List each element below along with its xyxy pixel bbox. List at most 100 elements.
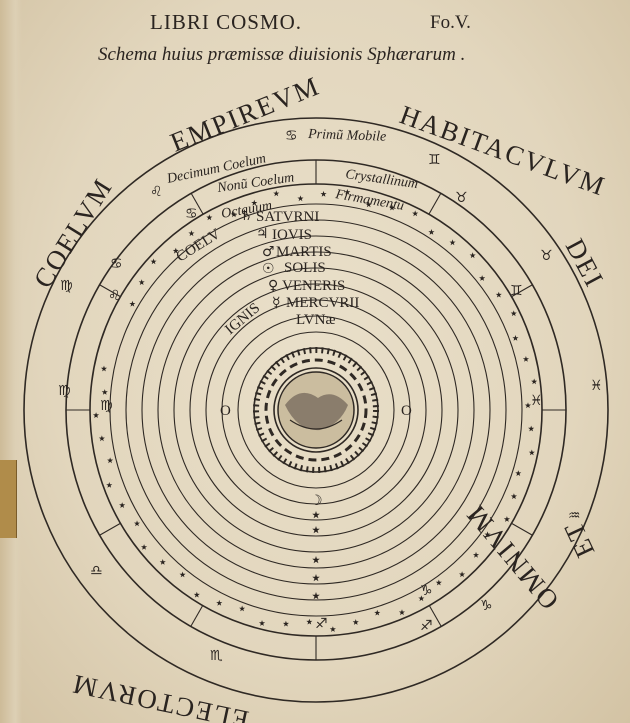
star-icon xyxy=(138,279,145,285)
star-icon xyxy=(374,609,381,616)
label-o-right: O xyxy=(401,403,412,419)
ring-venus xyxy=(189,283,443,537)
clouds xyxy=(264,358,368,462)
firmament-ring xyxy=(109,203,523,617)
star-icon xyxy=(206,214,213,221)
folio-number: Fo.V. xyxy=(430,12,471,33)
inscription-et: ET xyxy=(558,516,601,562)
label-coelum: COELV xyxy=(174,226,224,265)
zodiac-sign: ♍ xyxy=(100,398,113,414)
label-saturni: SATVRNI xyxy=(256,209,319,225)
star-icon xyxy=(172,247,179,254)
sun-icon: ☉ xyxy=(262,261,275,277)
star-icon xyxy=(107,457,114,464)
star-icon xyxy=(352,619,359,625)
spoke xyxy=(510,284,533,298)
star-icon xyxy=(344,189,351,195)
star-icon xyxy=(398,609,405,616)
star-icon xyxy=(528,449,535,456)
ring-saturn xyxy=(125,219,507,601)
ring-sun xyxy=(173,267,459,553)
star-icon xyxy=(106,482,113,488)
star-icon xyxy=(469,252,476,259)
outer-ring xyxy=(23,117,609,703)
spoke xyxy=(428,192,442,215)
star-icon xyxy=(216,599,223,606)
spoke xyxy=(510,522,533,536)
zodiac-spokes xyxy=(66,160,566,660)
mars-icon: ♂ xyxy=(262,244,275,260)
star-icon xyxy=(306,618,313,625)
star-icon xyxy=(449,239,456,246)
jupiter-icon: ♃ xyxy=(256,226,269,242)
star-icon xyxy=(428,229,435,235)
zodiac-sign: ♍ xyxy=(58,383,71,399)
ring-mars xyxy=(157,251,475,569)
mercury-icon: ☿ xyxy=(272,295,281,311)
zodiac-sign: ♉ xyxy=(540,248,553,264)
zodiac-sign: ♋ xyxy=(285,128,298,144)
star-icon xyxy=(320,190,327,197)
zodiac-sign: ♓ xyxy=(530,393,543,409)
star-icon xyxy=(459,571,466,578)
star-icon xyxy=(101,389,108,395)
label-martis: MARTIS xyxy=(276,244,332,260)
spoke xyxy=(190,604,204,627)
star-icon xyxy=(100,365,107,372)
ring-jupiter xyxy=(141,235,491,585)
star-icon xyxy=(273,190,280,197)
zodiac-sign: ♊ xyxy=(428,152,441,168)
star-icon xyxy=(473,551,480,558)
star-icon xyxy=(312,511,320,519)
zodiac-sign: ♐ xyxy=(420,618,433,634)
star-icon xyxy=(230,211,237,218)
zodiac-sign: ♋ xyxy=(185,206,198,222)
ring-fire xyxy=(237,331,395,489)
star-icon xyxy=(159,559,166,565)
star-icon xyxy=(522,356,529,362)
star-icon xyxy=(312,574,320,582)
star-icon xyxy=(312,526,320,534)
bookmark-tab xyxy=(0,460,17,538)
zodiac-sign: ♌ xyxy=(108,288,121,304)
label-veneris: VENERIS xyxy=(282,278,345,294)
label-mercurii: MERCVRII xyxy=(286,295,359,311)
spoke xyxy=(428,604,442,627)
label-iouis: IOVIS xyxy=(272,227,312,243)
star-icon xyxy=(418,595,425,602)
spoke xyxy=(190,192,204,215)
star-icon xyxy=(179,571,186,578)
star-icon xyxy=(312,592,320,600)
zodiac-sign: ♐ xyxy=(315,616,328,632)
star-icon xyxy=(239,605,246,612)
star-icon xyxy=(150,258,157,265)
zodiac-sign: ♉ xyxy=(455,190,468,206)
star-icon xyxy=(512,335,519,341)
zodiac-sign: ♋ xyxy=(110,256,123,272)
star-icon xyxy=(510,493,517,500)
running-head: LIBRI COSMO. xyxy=(150,10,303,34)
zodiac-sign: ♌ xyxy=(150,184,163,200)
landscape xyxy=(285,392,348,431)
page-subtitle: Schema huius præmissæ diuisionis Sphærar… xyxy=(98,44,466,65)
star-icon xyxy=(282,620,289,627)
label-lunae: LVNæ xyxy=(296,312,335,328)
inscription-empireum: EMPIREVM xyxy=(166,70,324,157)
star-icon xyxy=(193,591,200,598)
star-icon xyxy=(129,300,136,307)
zodiac-sign: ♑ xyxy=(480,598,493,614)
star-icon xyxy=(524,402,531,409)
page-gutter xyxy=(0,0,22,723)
flames xyxy=(253,347,379,473)
zodiac-sign: ♑ xyxy=(420,583,433,599)
star-icon xyxy=(479,275,486,281)
zodiac-sign: ♎ xyxy=(90,563,103,579)
star-icon xyxy=(484,531,491,538)
venus-icon: ♀ xyxy=(268,278,278,294)
saturn-icon: ♄ xyxy=(240,208,253,224)
zodiac-sign: ♓ xyxy=(590,378,603,394)
star-icon xyxy=(297,195,304,202)
star-icon xyxy=(141,544,148,550)
earth-inner xyxy=(273,367,359,453)
label-o-left: O xyxy=(220,403,231,419)
